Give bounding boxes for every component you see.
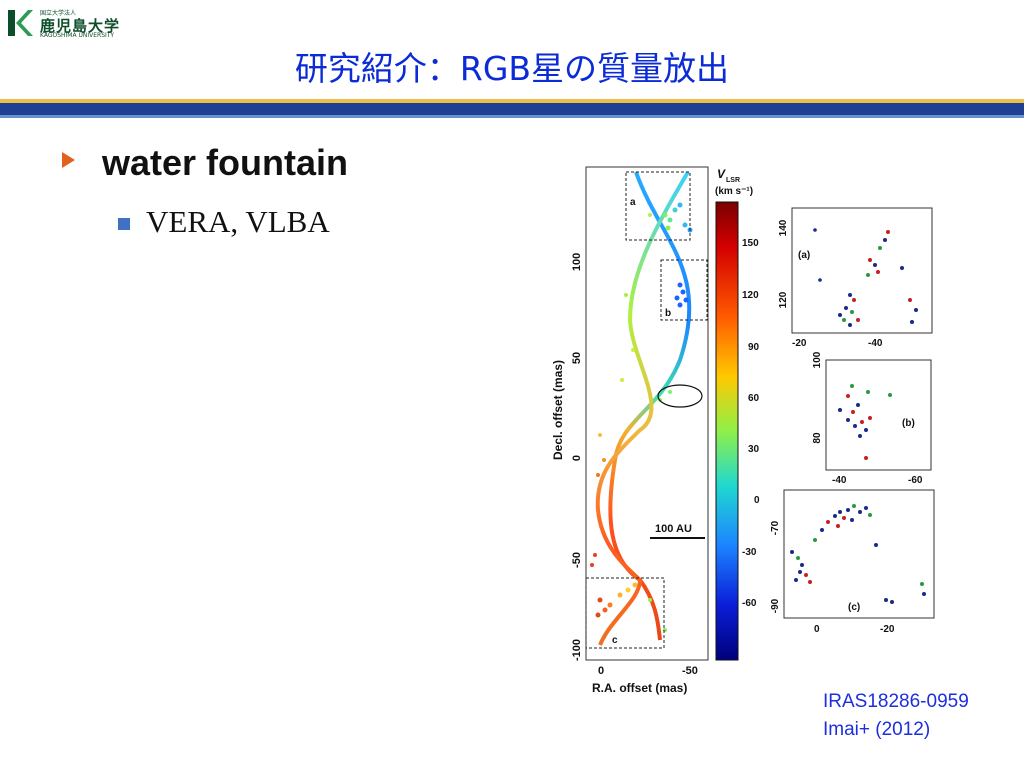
maser-spots <box>590 202 693 632</box>
highlight-ellipse <box>657 384 703 408</box>
logo-main-text: 鹿児島大学 <box>40 17 121 35</box>
square-bullet-icon <box>118 218 130 230</box>
colorbar-tick: 120 <box>742 290 759 301</box>
region-box-label-a: a <box>630 197 636 208</box>
bullet-level1-text: water fountain <box>102 142 349 183</box>
colorbar-tick: 0 <box>754 495 760 506</box>
colorbar-tick: 30 <box>748 444 760 455</box>
caption-source-name: IRAS18286-0959 <box>823 691 969 712</box>
panel-c-frame <box>783 489 935 619</box>
main-x-tick: 0 <box>598 665 604 677</box>
colorbar-tick: -60 <box>742 598 757 609</box>
colorbar-title-v: V <box>717 167 726 181</box>
panel-b-label: (b) <box>902 418 915 429</box>
logo-top-text: 国立大学法人 <box>40 10 77 17</box>
region-box-label-b: b <box>665 308 671 319</box>
region-box-b <box>660 259 708 321</box>
main-y-axis-label: Decl. offset (mas) <box>551 360 565 460</box>
title-divider-navy <box>0 103 1024 115</box>
panel-b-y-tick: 100 <box>812 351 823 368</box>
panel-b-spots <box>838 384 892 460</box>
panel-c-label: (c) <box>848 602 860 613</box>
region-box-c <box>585 577 665 649</box>
colorbar-unit: (km s⁻¹) <box>715 186 753 197</box>
colorbar <box>715 201 739 661</box>
panel-b-frame <box>825 359 932 471</box>
title-divider-light <box>0 115 1024 118</box>
panel-b-y-tick: 80 <box>812 432 823 444</box>
panel-a-x-tick: -20 <box>792 338 807 349</box>
figure-caption: IRAS18286-0959 Imai+ (2012) <box>823 688 969 744</box>
slide-title: 研究紹介：RGB星の質量放出 <box>294 49 730 88</box>
main-y-tick: 0 <box>571 455 583 461</box>
region-box-label-c: c <box>612 635 618 646</box>
panel-c-x-tick: 0 <box>814 624 820 635</box>
maser-figure: a b c 100 AU 100 50 0 -50 -100 0 -50 R.A… <box>551 166 935 695</box>
main-x-axis-label: R.A. offset (mas) <box>592 681 687 695</box>
panel-c-spots <box>790 504 926 604</box>
panel-a-label: (a) <box>798 250 810 261</box>
panel-a-y-tick: 120 <box>778 291 789 308</box>
panel-a-y-tick: 140 <box>778 219 789 236</box>
panel-b-x-tick: -60 <box>908 475 923 486</box>
colorbar-tick: -30 <box>742 547 757 558</box>
bullet-level2-text: VERA, VLBA <box>146 204 330 239</box>
scalebar-label: 100 AU <box>655 523 692 535</box>
colorbar-tick: 60 <box>748 393 760 404</box>
jet-curve-a <box>608 171 692 641</box>
main-y-tick: 100 <box>571 253 583 271</box>
panel-a-x-tick: -40 <box>868 338 883 349</box>
panel-c-x-tick: -20 <box>880 624 895 635</box>
panel-a-frame <box>791 207 933 334</box>
caption-citation: Imai+ (2012) <box>823 719 931 740</box>
panel-c-y-tick: -90 <box>770 598 781 613</box>
panel-c-y-tick: -70 <box>770 520 781 535</box>
jet-curve-b <box>595 170 690 646</box>
title-divider-gold <box>0 99 1024 103</box>
kagoshima-logo-mark-icon <box>8 10 33 36</box>
main-panel-frame <box>585 166 709 661</box>
region-box-a <box>625 171 691 241</box>
panel-a-spots <box>813 228 918 327</box>
main-y-ticks: 100 50 0 -50 -100 <box>571 253 583 661</box>
main-x-tick: -50 <box>682 665 698 677</box>
main-y-tick: 50 <box>571 352 583 364</box>
logo-english-text: KAGOSHIMA UNIVERSITY <box>40 32 115 39</box>
main-y-tick: -100 <box>571 639 583 661</box>
university-logo: 国立大学法人 鹿児島大学 KAGOSHIMA UNIVERSITY <box>6 6 136 40</box>
colorbar-title-sub: LSR <box>726 177 740 184</box>
colorbar-ticks: 150 120 90 60 30 0 -30 -60 <box>742 238 760 609</box>
colorbar-tick: 90 <box>748 342 760 353</box>
main-y-tick: -50 <box>571 552 583 568</box>
colorbar-tick: 150 <box>742 238 759 249</box>
panel-b-x-tick: -40 <box>832 475 847 486</box>
triangle-bullet-icon <box>62 152 75 168</box>
